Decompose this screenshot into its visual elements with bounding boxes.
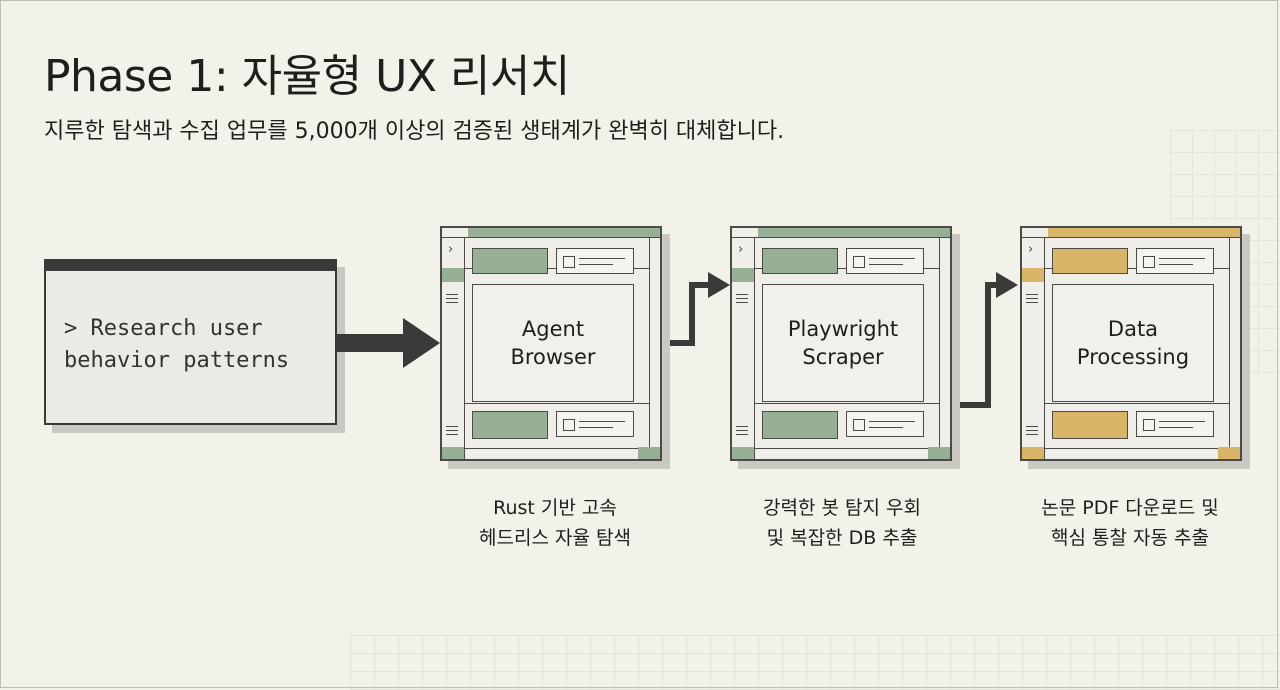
terminal-line-2: behavior patterns [64, 348, 290, 373]
step-label-line-1: Playwright [787, 317, 899, 341]
terminal-text: > Research user behavior patterns [64, 313, 289, 377]
hamburger-menu-icon [446, 426, 458, 438]
chevron-right-icon: › [1028, 242, 1034, 257]
window-tab [1048, 228, 1240, 237]
window-corner-accent [732, 447, 754, 459]
header-widget [556, 248, 634, 274]
caption-line-1: 논문 PDF 다운로드 및 [1041, 497, 1219, 519]
header-block [472, 248, 548, 274]
arrow-1-head-icon [403, 318, 440, 368]
terminal-line-1: > Research user [64, 316, 263, 341]
step-label-line-2: Scraper [802, 345, 884, 369]
header-widget [846, 248, 924, 274]
window-corner-accent [1022, 447, 1044, 459]
window-top-bar [732, 228, 950, 238]
header-block [762, 248, 838, 274]
window-footer-line [464, 403, 650, 404]
window-right-line [649, 237, 650, 459]
arrow-3-line [950, 282, 1000, 408]
caption-line-2: 핵심 통찰 자동 추출 [1051, 527, 1209, 549]
window-right-line [1229, 237, 1230, 459]
window-corner-accent [1022, 268, 1044, 282]
window-sidebar-line [464, 237, 465, 459]
header-widget [1136, 248, 1214, 274]
arrow-1-shaft [337, 334, 407, 352]
footer-widget [556, 411, 634, 437]
window-top-bar [1022, 228, 1240, 238]
chevron-right-icon: › [448, 242, 454, 257]
hamburger-menu-icon [736, 426, 748, 438]
hamburger-menu-icon [446, 294, 458, 306]
window-sidebar-line [1044, 237, 1045, 459]
caption-playwright-scraper: 강력한 봇 탐지 우회 및 복잡한 DB 추출 [722, 493, 962, 553]
arrow-2-line [660, 282, 712, 346]
step-label-line-1: Agent [521, 317, 585, 341]
arrow-2-head-icon [708, 272, 730, 298]
arrow-3-head-icon [996, 272, 1018, 298]
window-corner-accent [442, 447, 464, 459]
caption-data-processing: 논문 PDF 다운로드 및 핵심 통찰 자동 추출 [1010, 493, 1250, 553]
window-bottom-bar [442, 448, 660, 459]
window-footer-line [1044, 403, 1230, 404]
hamburger-menu-icon [1026, 426, 1038, 438]
terminal-prompt-box: > Research user behavior patterns [44, 259, 337, 425]
footer-widget [846, 411, 924, 437]
caption-line-2: 및 복잡한 DB 추출 [766, 527, 918, 549]
window-bottom-bar [732, 448, 950, 459]
hamburger-menu-icon [1026, 294, 1038, 306]
footer-block [762, 411, 838, 439]
window-tab [468, 228, 660, 237]
window-tab [758, 228, 950, 237]
step-label-line-1: Data [1107, 317, 1159, 341]
header-block [1052, 248, 1128, 274]
step-label-line-2: Processing [1076, 345, 1190, 369]
caption-line-2: 헤드리스 자율 탐색 [479, 527, 631, 549]
window-corner-accent [732, 268, 754, 282]
window-corner-accent [1218, 447, 1240, 459]
page-subtitle: 지루한 탐색과 수집 업무를 5,000개 이상의 검증된 생태계가 완벽히 대… [44, 119, 785, 144]
window-corner-accent [442, 268, 464, 282]
window-corner-accent [638, 447, 660, 459]
window-footer-line [754, 403, 940, 404]
window-sidebar-line [754, 237, 755, 459]
grid-texture-bottom [350, 635, 1280, 690]
hamburger-menu-icon [736, 294, 748, 306]
caption-agent-browser: Rust 기반 고속 헤드리스 자율 탐색 [435, 493, 675, 553]
step-label-line-2: Browser [510, 345, 596, 369]
window-top-bar [442, 228, 660, 238]
footer-widget [1136, 411, 1214, 437]
footer-block [1052, 411, 1128, 439]
window-bottom-bar [1022, 448, 1240, 459]
terminal-title-bar [44, 259, 337, 271]
chevron-right-icon: › [738, 242, 744, 257]
window-corner-accent [928, 447, 950, 459]
caption-line-1: Rust 기반 고속 [493, 497, 617, 519]
window-right-line [939, 237, 940, 459]
page-title: Phase 1: 자율형 UX 리서치 [44, 51, 570, 102]
caption-line-1: 강력한 봇 탐지 우회 [763, 497, 921, 519]
footer-block [472, 411, 548, 439]
